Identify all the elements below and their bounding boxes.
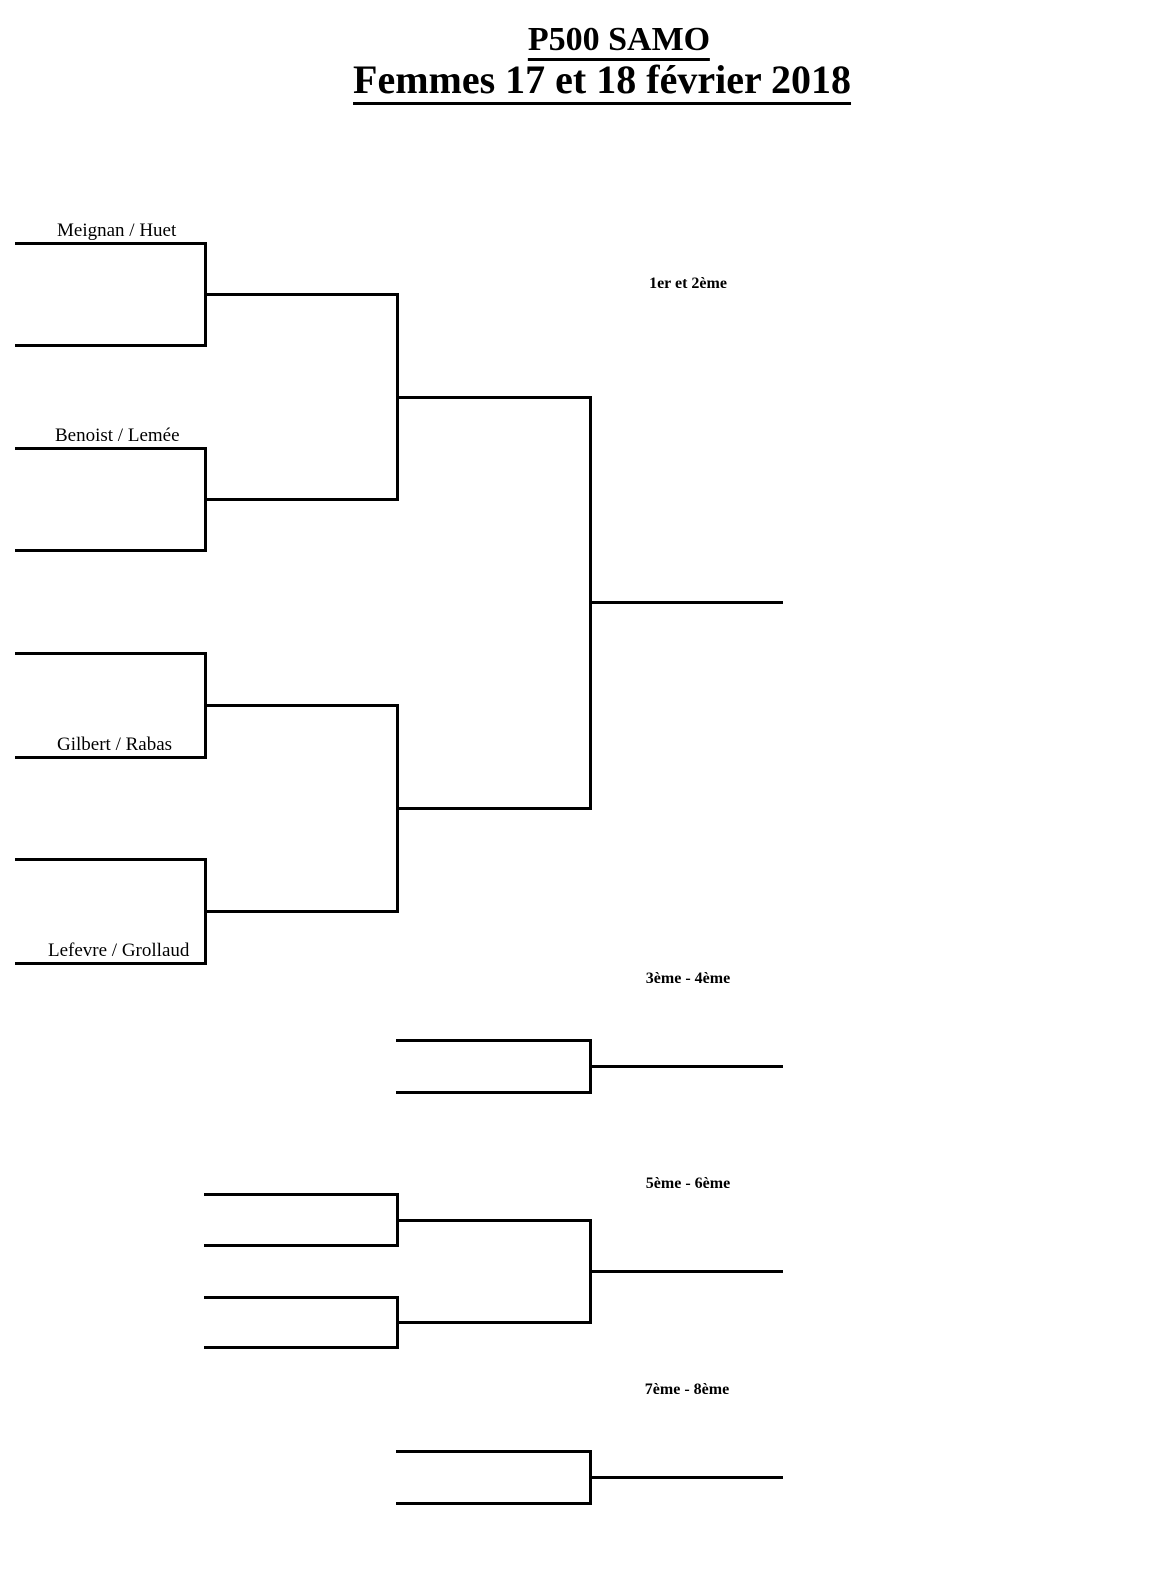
team-label-meignan-huet: Meignan / Huet: [57, 220, 177, 241]
bracket-line: [15, 447, 207, 450]
bracket-line: [396, 1321, 592, 1324]
bracket-line: [396, 1450, 592, 1453]
team-label-benoist-lemee: Benoist / Lemée: [55, 425, 180, 446]
bracket-line: [15, 858, 207, 861]
bracket-line: [15, 344, 207, 347]
bracket-line: [204, 498, 399, 501]
bracket-line: [589, 601, 783, 604]
bracket-line: [204, 1244, 399, 1247]
heading-place-5-6: 5ème - 6ème: [645, 1175, 731, 1192]
bracket-line: [396, 396, 592, 399]
bracket-line: [396, 1039, 592, 1042]
bracket-line: [204, 293, 399, 296]
bracket-line: [204, 704, 399, 707]
bracket-line: [589, 1476, 783, 1479]
bracket-line: [15, 549, 207, 552]
bracket-line: [396, 1219, 592, 1222]
page-subtitle: Femmes 17 et 18 février 2018: [353, 60, 851, 105]
bracket-line: [589, 1065, 783, 1068]
bracket-line: [396, 1502, 592, 1505]
heading-place-3-4: 3ème - 4ème: [645, 970, 731, 987]
bracket-line: [204, 1346, 399, 1349]
team-label-lefevre-grollaud: Lefevre / Grollaud: [48, 940, 190, 961]
bracket-line: [15, 756, 207, 759]
heading-final-1-2: 1er et 2ème: [649, 275, 727, 292]
bracket-line: [15, 962, 207, 965]
team-label-gilbert-rabas: Gilbert / Rabas: [57, 734, 173, 755]
bracket-line: [204, 910, 399, 913]
bracket-line: [15, 242, 207, 245]
bracket-line: [589, 1270, 783, 1273]
bracket-line: [396, 807, 592, 810]
bracket-line: [15, 652, 207, 655]
bracket-line: [204, 1193, 399, 1196]
bracket-line: [396, 1091, 592, 1094]
page-title: P500 SAMO: [527, 23, 711, 61]
heading-place-7-8: 7ème - 8ème: [644, 1381, 730, 1398]
bracket-line: [204, 1296, 399, 1299]
